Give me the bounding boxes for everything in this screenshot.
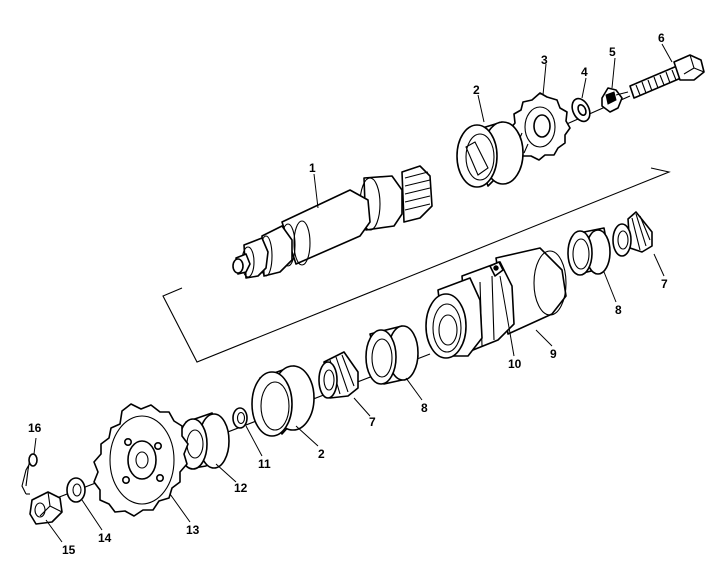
callout-7-right: 7: [661, 277, 668, 291]
callout-1: 1: [309, 161, 316, 175]
callout-4: 4: [581, 65, 588, 79]
callout-10: 10: [508, 357, 522, 371]
part-6-bolt: [559, 54, 705, 128]
callout-7-lower: 7: [369, 415, 376, 429]
callout-2-lower: 2: [318, 447, 325, 461]
leader-lines: [33, 43, 673, 543]
part-2-bearing-race-lower: [251, 365, 315, 437]
part-1-shaft: [232, 165, 433, 279]
callout-8-right: 8: [615, 303, 622, 317]
part-11-washer: [232, 407, 248, 429]
callout-15: 15: [62, 543, 76, 557]
part-14-washer: [66, 477, 86, 503]
callout-9: 9: [550, 347, 557, 361]
callout-8-lower: 8: [421, 401, 428, 415]
part-15-castle-nut: [29, 491, 63, 525]
callout-12: 12: [234, 481, 248, 495]
part-12-spacer: [178, 412, 230, 470]
assembly-bracket: [162, 167, 671, 363]
part-16-cotter-pin: [21, 453, 38, 495]
part-5-lock-nut: [601, 87, 629, 113]
callout-14: 14: [98, 531, 112, 545]
part-7-cone-bearing-right: [612, 211, 653, 257]
callout-labels: 1 2 3 4 5 6 7 8 9 10 8 7 2 11 12 13 14 1…: [28, 31, 668, 557]
callout-13: 13: [186, 523, 200, 537]
callout-5: 5: [609, 45, 616, 59]
part-7-cone-bearing-lower: [318, 351, 359, 399]
part-4-washer: [571, 97, 591, 123]
callout-6: 6: [658, 31, 665, 45]
callout-11: 11: [258, 457, 271, 471]
callout-2-upper: 2: [473, 83, 480, 97]
part-8-bearing-cup-lower: [365, 325, 419, 385]
part-8-bearing-cup-right: [567, 227, 611, 276]
part-10-grease-fitting: [489, 261, 504, 277]
callout-3: 3: [541, 53, 548, 67]
part-13-large-sprocket: [93, 403, 189, 517]
part-2-bearing-race-upper: [456, 121, 524, 188]
callout-16: 16: [28, 421, 42, 435]
